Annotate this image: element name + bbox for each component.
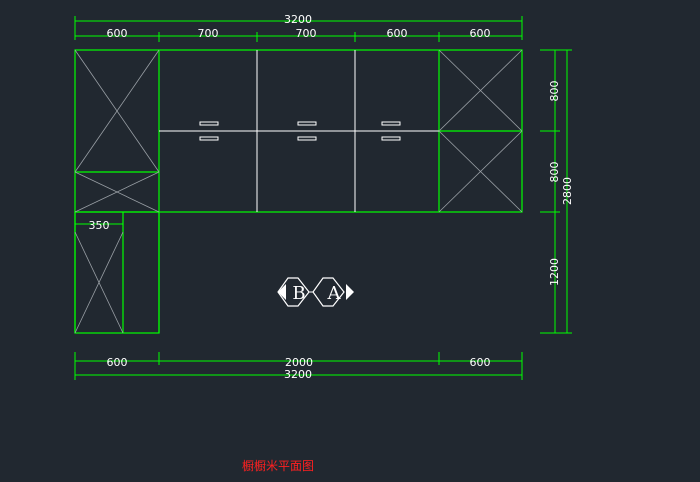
right-dimensions: 800 800 1200 2800 (540, 49, 574, 334)
door-handle (199, 121, 219, 126)
right-segment-label: 1200 (548, 258, 561, 286)
door-handle (381, 136, 401, 141)
top-segment-label: 700 (198, 27, 219, 40)
cross-mark (438, 49, 523, 132)
arrow-left-icon (278, 284, 286, 300)
right-total-label: 2800 (561, 177, 574, 205)
door-handle (381, 121, 401, 126)
arrow-right-icon (346, 284, 354, 300)
bottom-dimensions: 600 2000 600 3200 (74, 352, 523, 381)
top-total-label: 3200 (284, 13, 312, 26)
cross-mark (74, 49, 160, 173)
top-segment-label: 700 (296, 27, 317, 40)
drawing-caption: 橱橱米平面图 (242, 459, 314, 473)
cross-mark (74, 171, 160, 213)
cross-mark (74, 231, 124, 334)
marker-b-label: B (292, 283, 305, 304)
bottom-total-label: 3200 (284, 368, 312, 381)
door-handle (199, 136, 219, 141)
right-segment-label: 800 (548, 81, 561, 102)
door-handle (297, 136, 317, 141)
top-segment-label: 600 (387, 27, 408, 40)
bottom-segment-label: 2000 (285, 356, 313, 369)
bottom-segment-label: 600 (470, 356, 491, 369)
right-segment-label: 800 (548, 162, 561, 183)
door-handles (199, 121, 401, 141)
section-marker: B A (277, 277, 354, 307)
top-dimensions: 3200 600 700 700 600 600 (74, 13, 523, 42)
bottom-segment-label: 600 (107, 356, 128, 369)
door-handle (297, 121, 317, 126)
marker-a-label: A (327, 283, 342, 304)
cross-mark (438, 130, 523, 213)
top-segment-label: 600 (107, 27, 128, 40)
top-segment-label: 600 (470, 27, 491, 40)
cabinet-cross-marks (74, 49, 523, 334)
column-width-label: 350 (89, 219, 110, 232)
